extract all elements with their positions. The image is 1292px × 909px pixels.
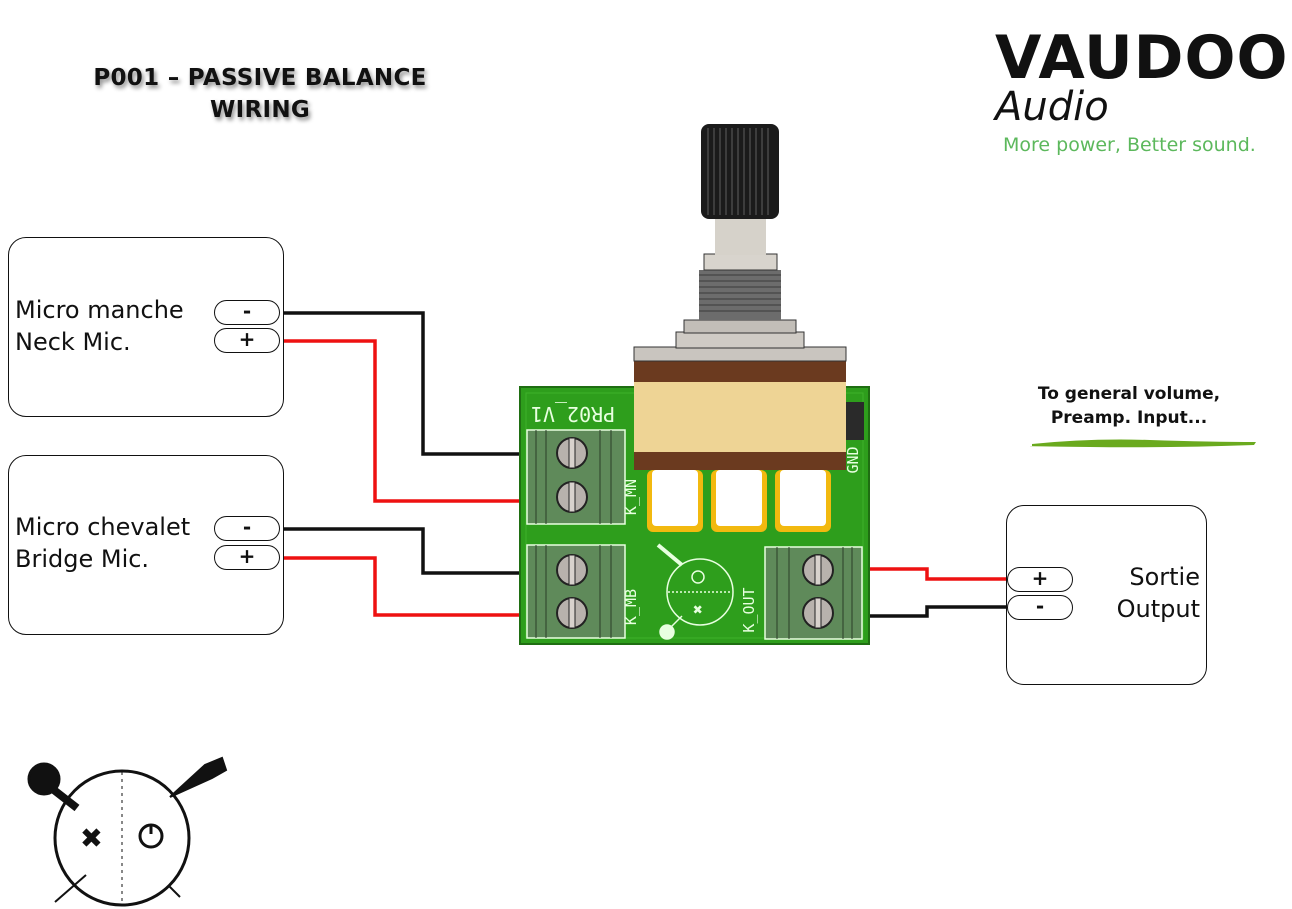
neck-pickup-label-fr: Micro manche	[15, 296, 184, 324]
pot-knob	[701, 124, 779, 219]
vaudoo-emblem: ✖	[27, 756, 228, 907]
neck-pickup-box	[8, 237, 284, 417]
gnd-tab	[846, 402, 864, 440]
brand-sub: Audio	[995, 84, 1109, 130]
svg-text:✖: ✖	[693, 600, 703, 619]
note-line-2: Preamp. Input...	[1050, 408, 1208, 428]
connector-label-k-mn: K_MN	[622, 479, 640, 515]
bridge-terminal-positive: +	[214, 545, 280, 570]
wire-neck-negative	[282, 311, 525, 456]
title-line-2: WIRING	[209, 97, 311, 123]
terminal-block-k-out	[764, 546, 863, 640]
pot-lugs	[647, 470, 831, 532]
wire-bridge-positive	[282, 556, 525, 617]
destination-note: To general volume, Preamp. Input...	[1020, 382, 1238, 430]
wire-bridge-negative	[282, 527, 525, 575]
neck-terminal-positive: +	[214, 328, 280, 353]
brand-logo: VAUDOO Audio More power, Better sound.	[995, 28, 1292, 156]
neck-pickup-label: Micro manche Neck Mic.	[15, 294, 184, 358]
bridge-pickup-label-en: Bridge Mic.	[15, 545, 150, 573]
terminal-block-k-mn	[526, 429, 626, 525]
output-terminal-negative: -	[1007, 595, 1073, 620]
output-label-fr: Sortie	[1129, 563, 1200, 591]
wire-neck-positive	[282, 339, 525, 503]
wire-output-positive	[862, 567, 1008, 581]
neck-pickup-label-en: Neck Mic.	[15, 328, 131, 356]
bridge-terminal-negative: -	[214, 516, 280, 541]
connector-label-k-mb: K_MB	[622, 589, 640, 625]
svg-text:✖: ✖	[81, 818, 103, 859]
brand-name: VAUDOO	[995, 23, 1289, 93]
output-label-en: Output	[1116, 595, 1200, 623]
bridge-pickup-label: Micro chevalet Bridge Mic.	[15, 511, 190, 575]
bridge-pickup-label-fr: Micro chevalet	[15, 513, 191, 541]
pcb-silkscreen-logo: ✖	[656, 543, 734, 640]
title-line-1: P001 – PASSIVE BALANCE	[93, 65, 427, 91]
note-underline-brush	[1030, 439, 1256, 448]
output-terminal-positive: +	[1007, 567, 1073, 592]
output-label: Sortie Output	[1085, 561, 1200, 625]
pcb-gnd-label: GND	[844, 446, 862, 473]
potentiometer	[633, 124, 847, 470]
note-line-1: To general volume,	[1037, 384, 1221, 404]
connector-label-k-out: K_OUT	[740, 587, 758, 632]
page-title: P001 – PASSIVE BALANCE WIRING	[60, 62, 460, 126]
neck-terminal-negative: -	[214, 300, 280, 325]
wire-output-negative	[862, 605, 1008, 618]
pcb-name: PR02_V1	[531, 402, 615, 426]
brand-tagline: More power, Better sound.	[1003, 134, 1256, 156]
terminal-block-k-mb	[526, 544, 626, 639]
